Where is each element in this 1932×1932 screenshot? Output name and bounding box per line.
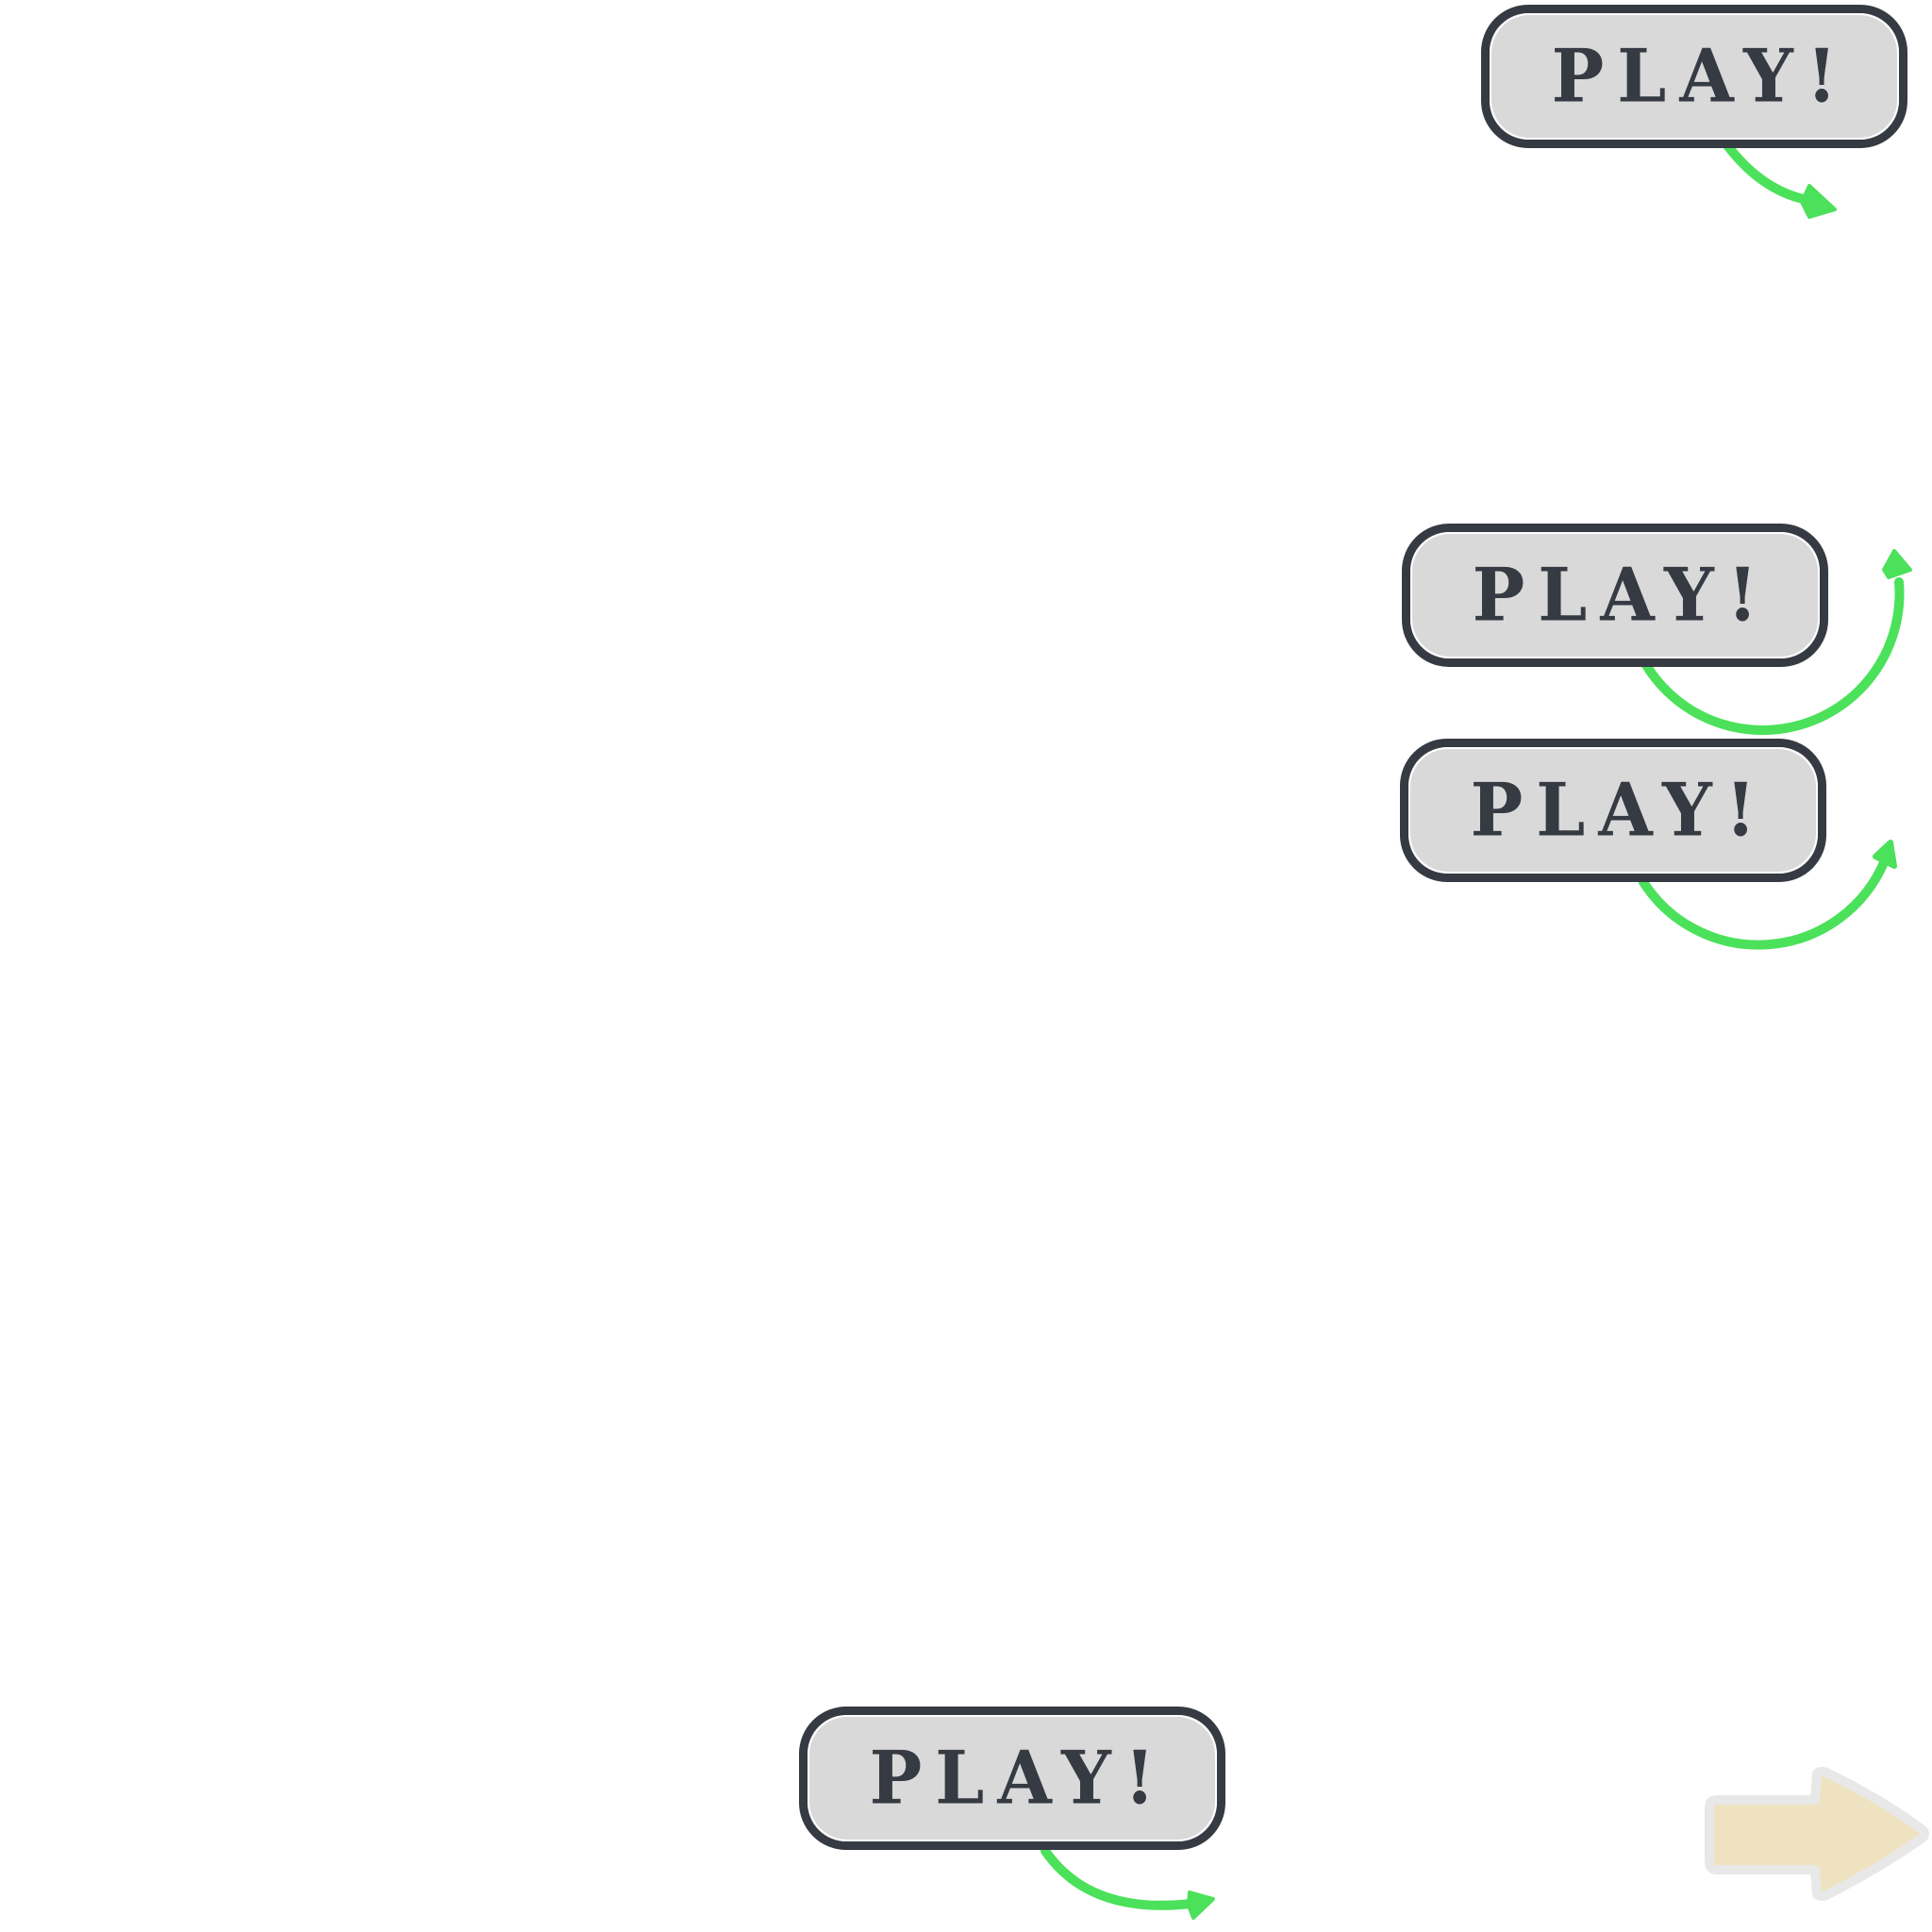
play-button-label: PLAY! [1470,767,1770,854]
play-button[interactable]: PLAY! [1400,739,1826,882]
play-button[interactable]: PLAY! [1481,5,1907,148]
play-button-label: PLAY! [869,1735,1169,1822]
right-arrow-icon[interactable] [1704,1766,1932,1904]
curved-arrow-icon [1720,137,1837,219]
play-button[interactable]: PLAY! [1402,524,1828,667]
play-button[interactable]: PLAY! [799,1707,1225,1850]
play-button-label: PLAY! [1472,552,1772,639]
curved-arrow-icon [1041,1846,1215,1920]
play-button-label: PLAY! [1551,33,1851,120]
